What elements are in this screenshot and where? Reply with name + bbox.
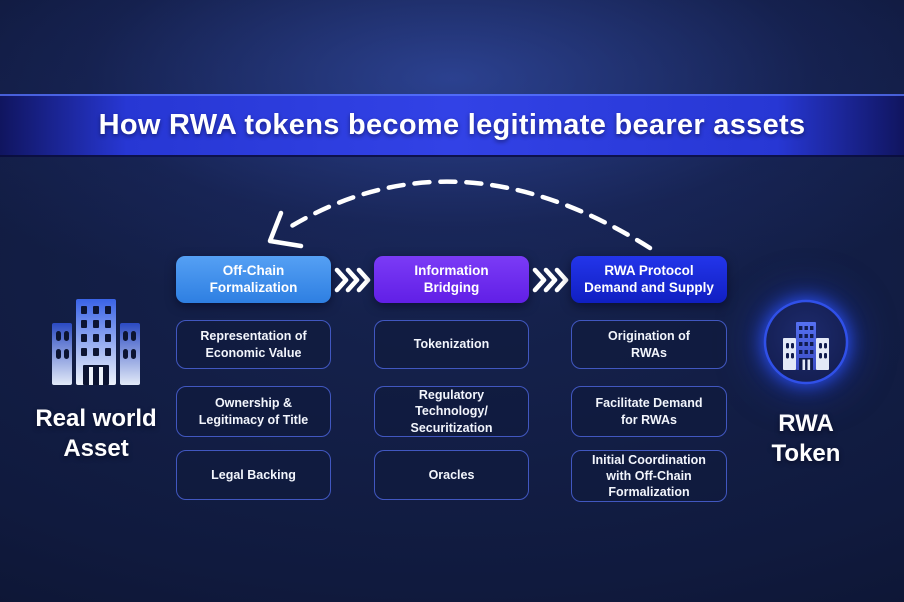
triple-chevron-right-icon xyxy=(334,267,371,293)
buildings-icon xyxy=(52,299,140,385)
real-world-asset-label: Real world Asset xyxy=(35,405,157,462)
triple-chevron-right-icon xyxy=(532,267,569,293)
item-regulatory-technology-securitization: Regulatory Technology/ Securitization xyxy=(374,386,529,437)
item-origination-of-rwas: Origination of RWAs xyxy=(571,320,727,369)
header-off-chain-formalization: Off-Chain Formalization xyxy=(176,256,331,303)
real-world-asset-entity: Real world Asset xyxy=(20,293,172,464)
item-tokenization: Tokenization xyxy=(374,320,529,369)
rwa-token-label: RWA Token xyxy=(771,410,841,467)
item-facilitate-demand-for-rwas: Facilitate Demand for RWAs xyxy=(571,386,727,437)
page-title: How RWA tokens become legitimate bearer … xyxy=(98,109,806,141)
item-oracles: Oracles xyxy=(374,450,529,500)
rwa-token-coin-icon xyxy=(763,299,849,385)
item-representation-of-economic-value: Representation of Economic Value xyxy=(176,320,331,369)
header-information-bridging: Information Bridging xyxy=(374,256,529,303)
arrowhead-icon xyxy=(267,210,304,249)
item-legal-backing: Legal Backing xyxy=(176,450,331,500)
item-initial-coordination-off-chain: Initial Coordination with Off-Chain Form… xyxy=(571,450,727,502)
title-banner: How RWA tokens become legitimate bearer … xyxy=(0,94,904,157)
item-ownership-legitimacy-of-title: Ownership & Legitimacy of Title xyxy=(176,386,331,437)
header-rwa-protocol-demand-supply: RWA Protocol Demand and Supply xyxy=(571,256,727,303)
rwa-token-entity: RWA Token xyxy=(747,294,865,469)
